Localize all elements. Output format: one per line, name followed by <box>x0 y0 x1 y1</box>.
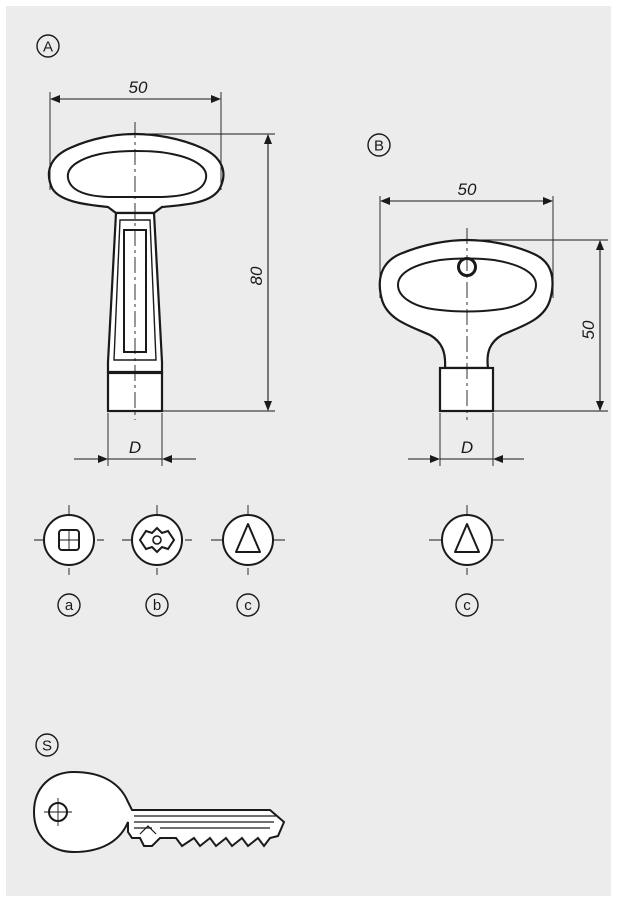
dim-a-d: D <box>129 438 141 457</box>
variant-b-badge <box>367 133 391 157</box>
profile-c-2: c <box>429 505 505 617</box>
dim-b-width: 50 <box>458 180 477 199</box>
profile-b: b <box>122 505 192 617</box>
dim-a-height: 80 <box>247 266 266 285</box>
profile-a: a <box>34 505 104 617</box>
variant-b-label: B <box>374 138 384 155</box>
profile-c-2-label: c <box>463 597 471 614</box>
key-b-tip <box>438 366 495 413</box>
key-a-handle-opening <box>66 150 208 198</box>
variant-b-group: B 50 50 D <box>367 133 608 466</box>
variant-s-badge <box>35 733 59 757</box>
key-s-profile <box>32 770 286 854</box>
variant-s-group: S <box>32 733 286 854</box>
variant-a-label: A <box>43 39 53 56</box>
profile-c-1: c <box>211 505 285 617</box>
profile-a-label: a <box>65 597 74 614</box>
dim-b-height: 50 <box>579 320 598 339</box>
profile-b-label: b <box>153 597 161 614</box>
dim-a-width: 50 <box>129 78 148 97</box>
profile-c-1-label: c <box>244 597 252 614</box>
variant-s-label: S <box>42 738 52 755</box>
variant-a-group: A 50 80 D <box>36 34 275 466</box>
variant-a-badge <box>36 34 60 58</box>
dim-b-d: D <box>461 438 473 457</box>
